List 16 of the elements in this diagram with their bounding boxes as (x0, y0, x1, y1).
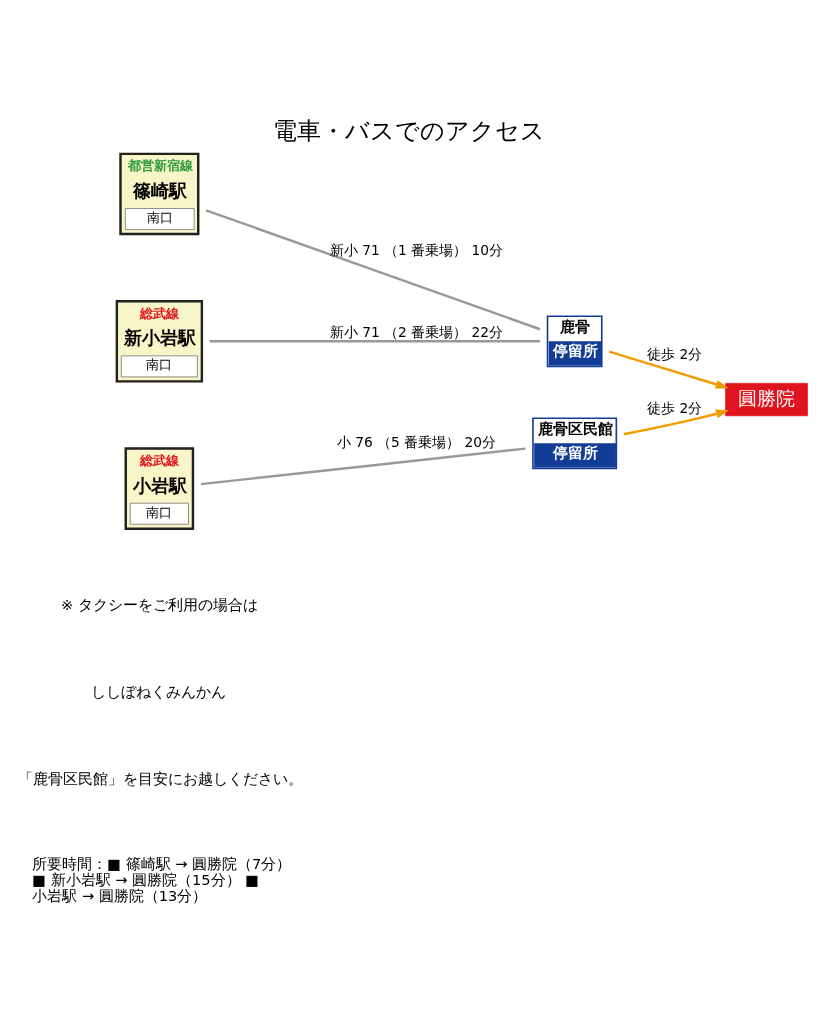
label: ししぼねくみんかん (90, 682, 226, 700)
edge-label: 小 76 （5 番乗場） 20分 (336, 433, 496, 450)
connector (205, 208, 541, 330)
arrow (608, 349, 729, 389)
edge-label: 徒歩 2分 (647, 345, 703, 362)
connector (209, 339, 541, 342)
edge-label: 新小 71 （2 番乗場） 22分 (329, 323, 503, 340)
arrow (623, 408, 730, 435)
node-box: 圓勝院 (725, 382, 808, 416)
label: ※ タクシーをご利用の場合は (61, 595, 258, 613)
connector (200, 446, 526, 485)
label: 「鹿骨区民館」を目安にお越しください。 (18, 769, 304, 787)
label: 所要時間：■ 篠崎駅 → 圓勝院（7分） ■ 新小岩駅 → 圓勝院（15分） ■ 小岩駅 → 圓勝院（13分） (32, 854, 292, 904)
edge-label: 新小 71 （1 番乗場） 10分 (329, 241, 503, 258)
diagram-title: 電車・バスでのアクセス (273, 115, 546, 145)
edge-label: 徒歩 2分 (647, 399, 703, 416)
